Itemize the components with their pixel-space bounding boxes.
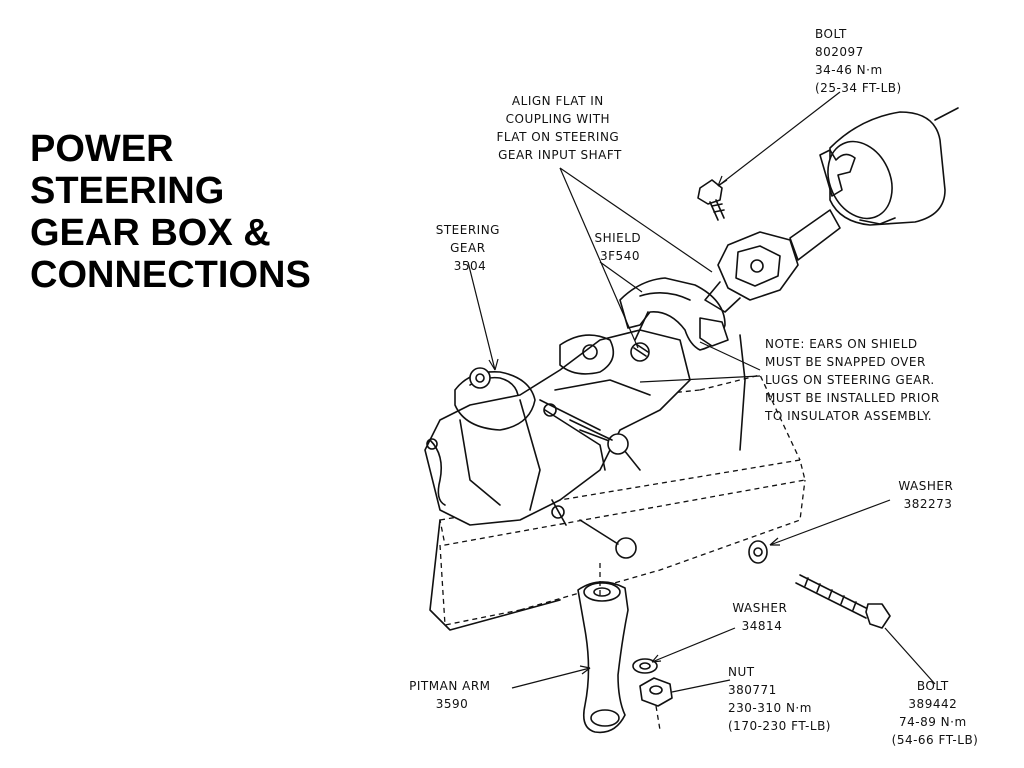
ears-on-shield-note: NOTE: EARS ON SHIELD MUST BE SNAPPED OVE… — [764, 337, 944, 423]
frame-bolt-lower — [551, 499, 637, 559]
label-line: (170-230 FT-LB) — [728, 719, 831, 733]
bolt-802097-label: BOLT 802097 34-46 N·m (25-34 FT-LB) — [815, 27, 902, 95]
label-line: TO INSULATOR ASSEMBLY. — [764, 409, 932, 423]
title-line: STEERING — [30, 170, 225, 212]
washer-34814 — [632, 658, 658, 674]
label-line: 74-89 N·m — [899, 715, 967, 729]
align-flat-note: ALIGN FLAT IN COUPLING WITH FLAT ON STEE… — [496, 94, 623, 162]
washer-34814-label: WASHER 34814 — [732, 601, 791, 633]
shield-label: SHIELD 3F540 — [594, 231, 645, 263]
frame-bolt-upper — [543, 403, 629, 455]
nut-380771-label: NUT 380771 230-310 N·m (170-230 FT-LB) — [728, 665, 831, 733]
label-line: BOLT — [815, 27, 847, 41]
label-line: PITMAN ARM — [409, 679, 490, 693]
shield — [619, 277, 729, 362]
steering-coupling — [704, 209, 841, 313]
label-line: 802097 — [815, 45, 864, 59]
bolt-389442-label: BOLT 389442 74-89 N·m (54-66 FT-LB) — [892, 679, 979, 747]
washer-382273 — [748, 540, 768, 564]
diagram-title: POWER STEERING GEAR BOX & CONNECTIONS — [30, 128, 311, 296]
top-bolt — [697, 179, 725, 221]
label-line: NOTE: EARS ON SHIELD — [765, 337, 918, 351]
label-line: (54-66 FT-LB) — [892, 733, 979, 747]
label-line: NUT — [728, 665, 755, 679]
label-line: WASHER — [898, 479, 953, 493]
label-line: GEAR — [450, 241, 485, 255]
title-line: POWER — [30, 128, 174, 170]
title-line: GEAR BOX & — [30, 212, 271, 254]
label-line: MUST BE SNAPPED OVER — [765, 355, 926, 369]
pitman-arm-label: PITMAN ARM 3590 — [409, 679, 495, 711]
label-line: SHIELD — [594, 231, 641, 245]
steering-gear-housing — [424, 329, 691, 526]
steering-gear-label: STEERING GEAR 3504 — [436, 223, 505, 273]
label-line: MUST BE INSTALLED PRIOR — [765, 391, 940, 405]
steering-column — [819, 107, 959, 226]
label-line: ALIGN FLAT IN — [512, 94, 604, 108]
label-line: GEAR INPUT SHAFT — [498, 148, 622, 162]
label-line: 380771 — [728, 683, 777, 697]
label-line: FLAT ON STEERING — [496, 130, 619, 144]
pitman-arm — [577, 560, 629, 734]
washer-382273-label: WASHER 382273 — [898, 479, 957, 511]
leader-lines — [467, 91, 936, 693]
label-line: 389442 — [908, 697, 957, 711]
bolt-389442 — [795, 574, 891, 629]
label-line: LUGS ON STEERING GEAR. — [765, 373, 935, 387]
label-line: 3590 — [436, 697, 469, 711]
label-line: WASHER — [732, 601, 787, 615]
title-line: CONNECTIONS — [30, 254, 311, 296]
label-line: COUPLING WITH — [506, 112, 610, 126]
label-line: 3504 — [454, 259, 487, 273]
label-line: 382273 — [904, 497, 953, 511]
label-line: (25-34 FT-LB) — [815, 81, 902, 95]
label-line: 230-310 N·m — [728, 701, 812, 715]
label-line: 34814 — [742, 619, 783, 633]
label-line: STEERING — [436, 223, 500, 237]
label-line: BOLT — [917, 679, 949, 693]
nut-380771 — [639, 677, 673, 731]
label-line: 3F540 — [600, 249, 640, 263]
label-line: 34-46 N·m — [815, 63, 883, 77]
